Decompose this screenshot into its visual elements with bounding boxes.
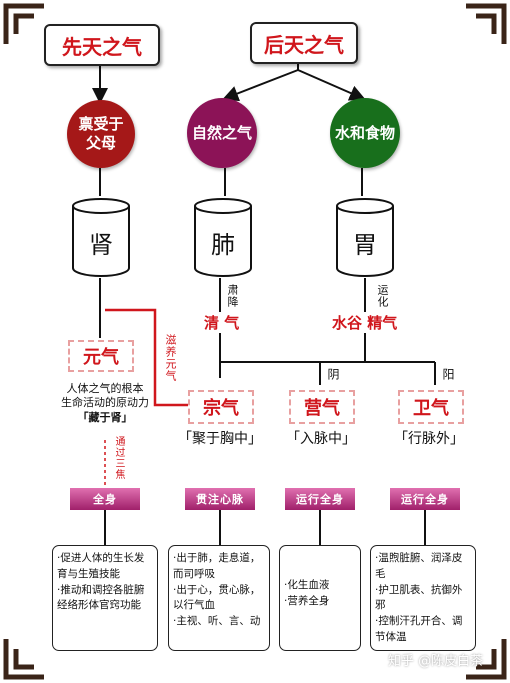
nourish-red-path [105,308,188,407]
postnatal-qi-title: 后天之气 [250,22,358,64]
zong-functions-box: ·出于肺，走息道，而司呼吸 ·出于心，贯心脉，以行气血 ·主视、听、言、动 [168,545,270,651]
ying-qi-label: 营气 [289,390,355,424]
kidney-label: 肾 [89,230,113,259]
ying-yin-label: 阴 [326,368,340,381]
parents-circle-line2: 父母 [85,134,116,152]
wei-qi-label: 卫气 [398,390,464,424]
zong-function-item: ·出于心，贯心脉，以行气血 [173,583,261,612]
wei-bar: 运行全身 [390,488,460,510]
stomach-cylinder-shape [336,198,394,277]
grain-essence-label: 水谷 精气 [332,312,398,333]
ying-bar: 运行全身 [285,488,355,510]
watermark-text: 知乎 @陈皮白茶 [388,654,484,669]
wei-function-item: ·控制汗孔开合、调节体温 [375,615,463,643]
corner-ornament-top-right [466,3,507,44]
yuan-bar: 全身 [70,488,140,510]
zong-functions-list: ·出于肺，走息道，而司呼吸 ·出于心，贯心脉，以行气血 ·主视、听、言、动 [173,551,265,630]
lung-descend-label: 肃降 [226,284,239,308]
zong-function-item: ·主视、听、言、动 [173,615,261,627]
yuan-qi-label: 元气 [68,340,134,372]
yuan-sanjiao-path-label: 通过三焦 [113,436,124,480]
ying-location-label: 「入脉中」 [286,431,356,447]
wei-function-item: ·温煦脏腑、润泽皮毛 [375,552,463,580]
zong-bar: 贯注心脉 [185,488,255,510]
yuan-functions-box: ·促进人体的生长发育与生殖技能 ·推动和调控各脏腑经络形体官窍功能 [52,545,158,651]
ying-functions-list: ·化生血液 ·营养全身 [284,578,356,610]
parents-circle: 禀受于 父母 [67,100,135,168]
ying-function-item: ·营养全身 [284,594,330,607]
parents-circle-line1: 禀受于 [78,115,124,134]
wei-location-label: 「行脉外」 [394,431,464,447]
wei-function-item: ·护卫肌表、抗御外邪 [375,583,463,612]
clear-qi-label: 清 气 [204,312,240,333]
yuan-function-item: ·推动和调控各脏腑经络形体官窍功能 [57,583,145,612]
corner-ornament-top-left [3,3,44,44]
nature-qi-circle: 自然之气 [187,98,257,168]
wei-yang-label: 阳 [441,368,455,381]
wei-functions-box: ·温煦脏腑、润泽皮毛 ·护卫肌表、抗御外邪 ·控制汗孔开合、调节体温 [370,545,476,651]
lung-cylinder: 肺 [192,196,254,278]
yuan-functions-list: ·促进人体的生长发育与生殖技能 ·推动和调控各脏腑经络形体官窍功能 [57,551,153,614]
zong-location-label: 「聚于胸中」 [178,431,262,447]
ying-functions-box: ·化生血液 ·营养全身 [279,545,361,651]
stomach-cylinder: 胃 [334,196,396,278]
ying-function-item: ·化生血液 [284,579,330,591]
wei-functions-list: ·温煦脏腑、润泽皮毛 ·护卫肌表、抗御外邪 ·控制汗孔开合、调节体温 [375,551,471,646]
zong-function-item: ·出于肺，走息道，而司呼吸 [173,552,261,580]
lung-label: 肺 [211,230,235,259]
arrow-postnatal-to-food [297,62,366,101]
stomach-transform-label: 运化 [376,284,389,308]
kidney-cylinder-shape [72,198,130,277]
nourish-yuan-label: 滋养元气 [164,334,177,382]
yuan-desc-line1: 人体之气的根本 [66,382,144,395]
yuan-store-note: 「藏于肾」 [77,411,133,424]
lung-cylinder-shape [194,198,252,277]
corner-ornament-bottom-right [466,639,507,680]
yuan-function-item: ·促进人体的生长发育与生殖技能 [57,552,145,580]
kidney-cylinder: 肾 [70,196,132,278]
stomach-label: 胃 [353,230,377,259]
prenatal-qi-title: 先天之气 [44,24,160,66]
corner-ornament-bottom-left [3,639,44,680]
food-water-circle: 水和食物 [330,98,400,168]
yuan-desc-line2: 生命活动的原动力 [61,396,149,409]
zong-qi-label: 宗气 [188,390,254,424]
